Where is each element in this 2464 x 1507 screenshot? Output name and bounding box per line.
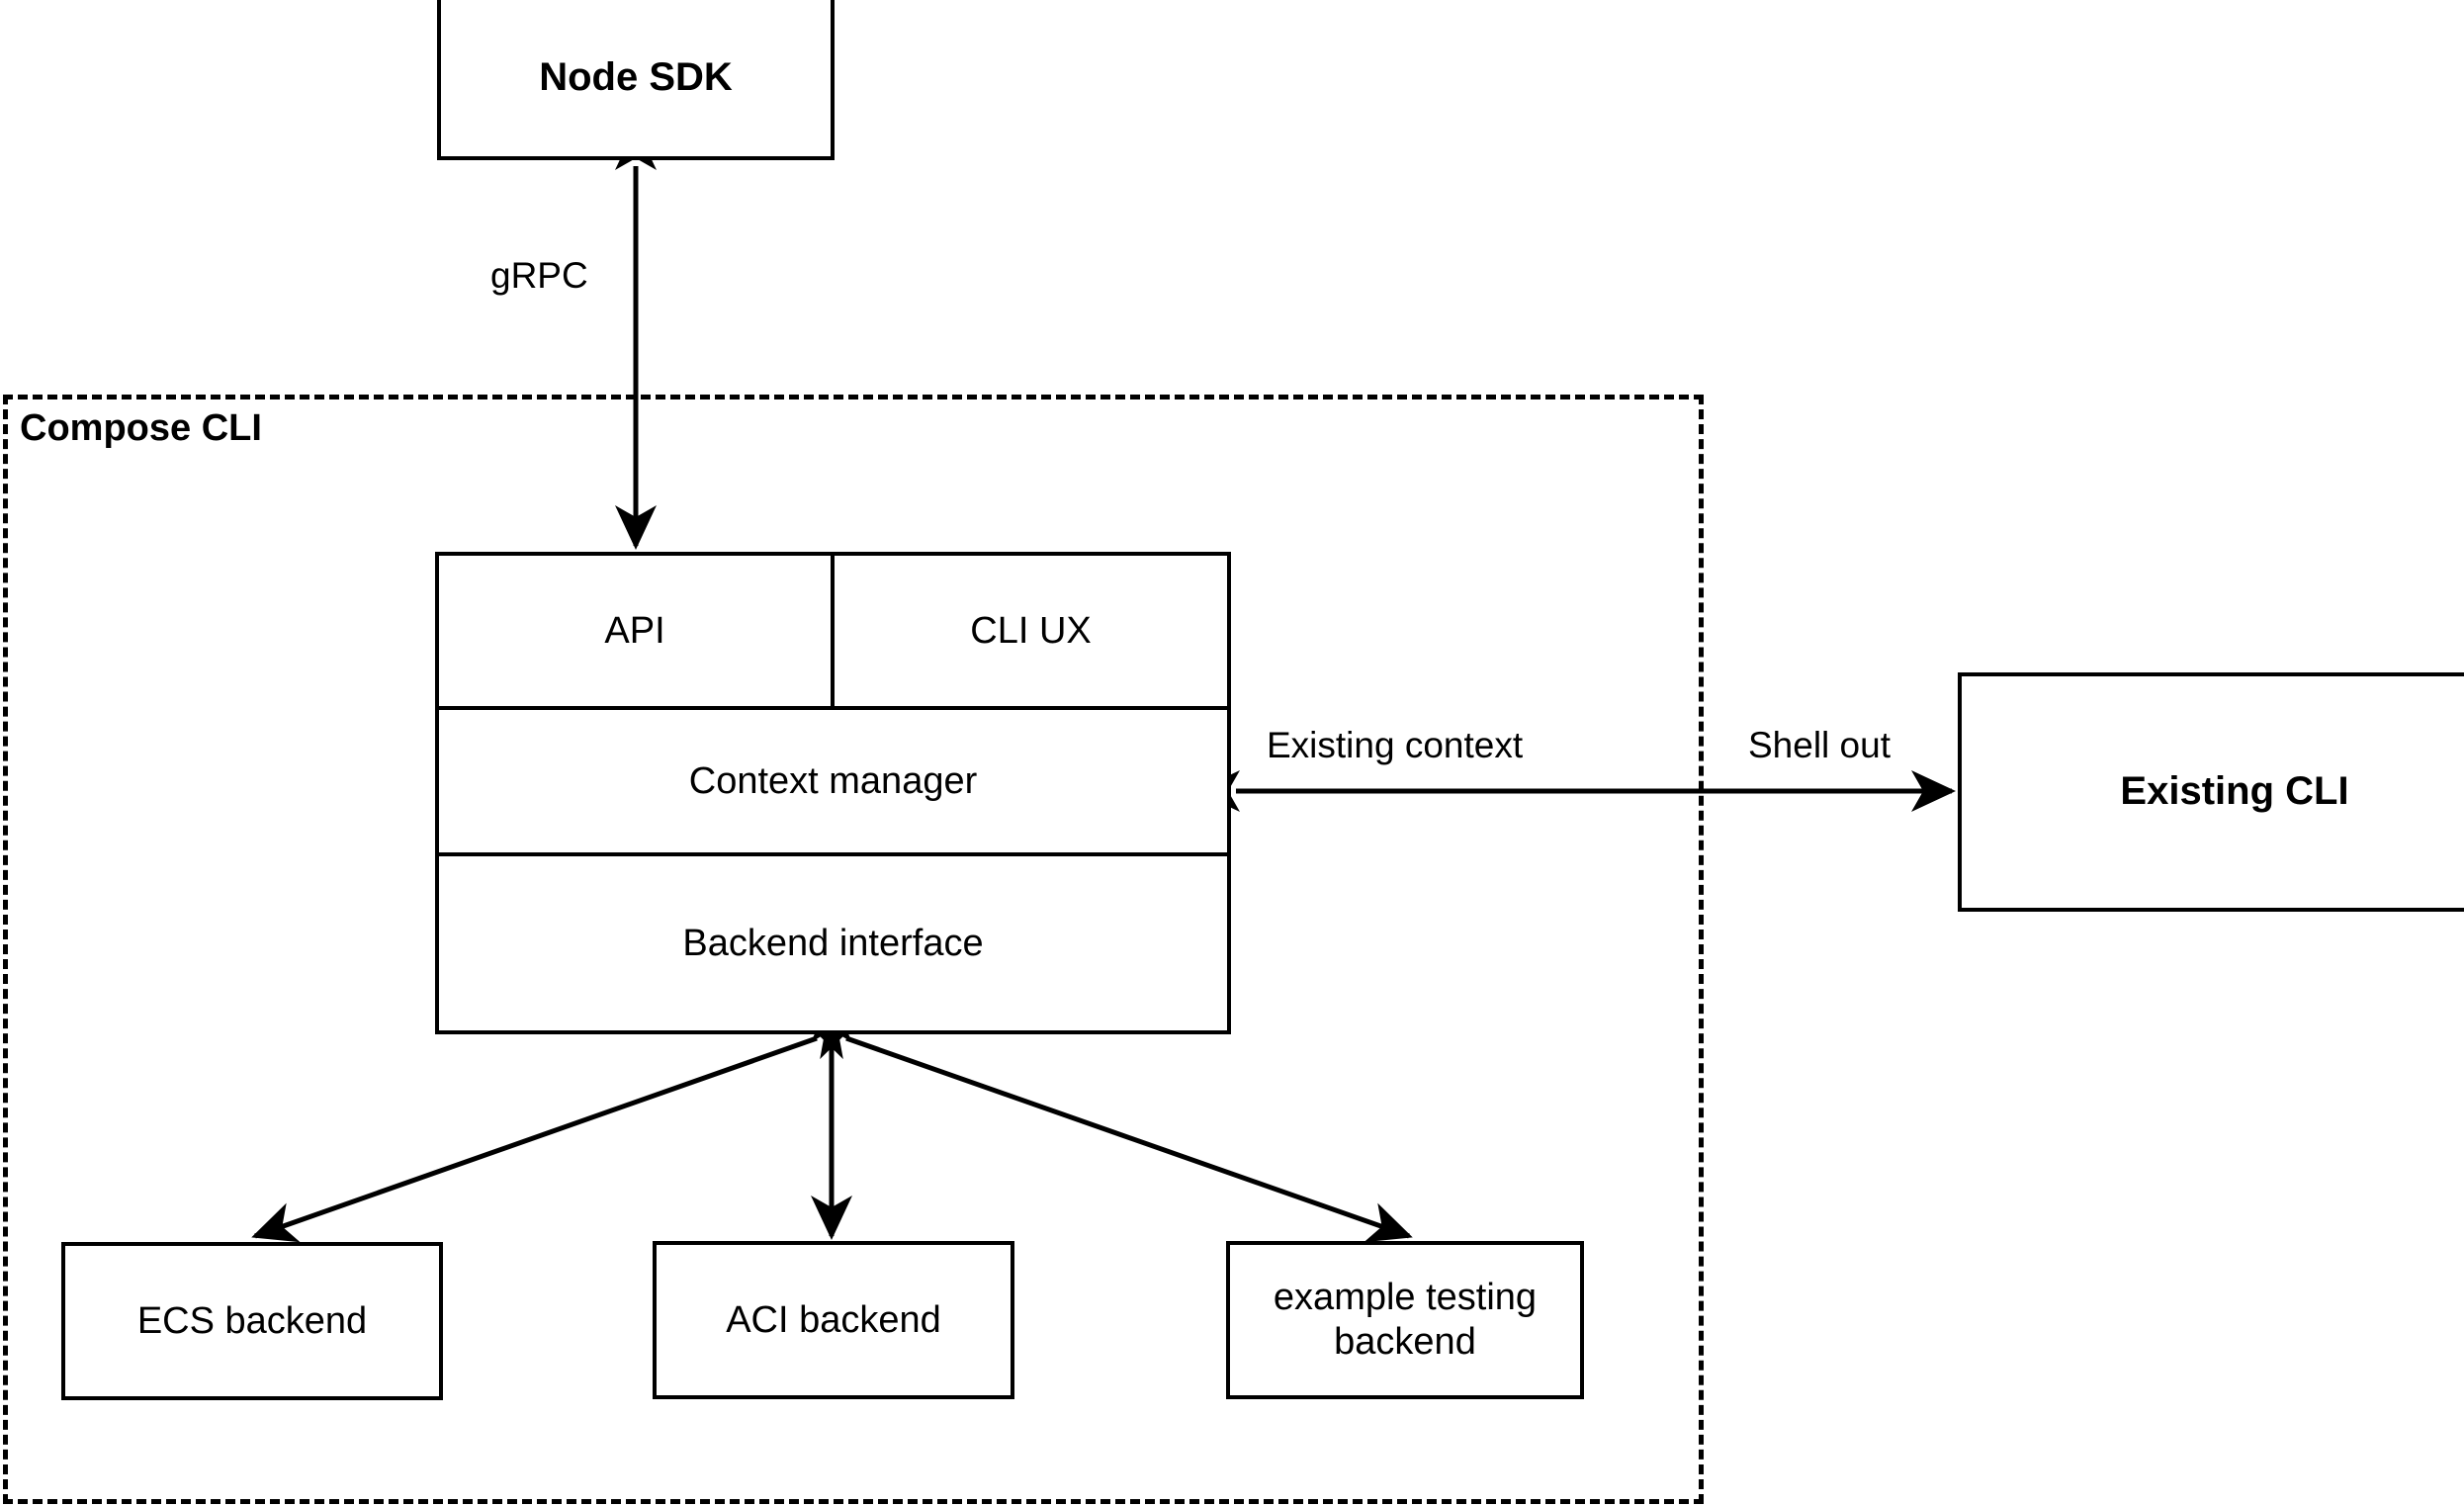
edge-label-shell-out: Shell out [1748,725,1891,765]
stack-cell-api[interactable]: API [439,556,835,706]
example-testing-backend-label-line1: example testing [1273,1277,1538,1319]
node-sdk-label: Node SDK [539,55,733,100]
node-sdk-box[interactable]: Node SDK [437,0,835,160]
example-testing-backend-label-line2: backend [1334,1321,1476,1363]
existing-cli-box[interactable]: Existing CLI [1958,672,2464,912]
compose-cli-group-label: Compose CLI [20,407,262,449]
stack-row-context-manager[interactable]: Context manager [439,710,1227,856]
stack-row-api-cliux: API CLI UX [439,556,1227,710]
context-manager-label: Context manager [688,759,978,802]
aci-backend-label: ACI backend [726,1298,941,1341]
compose-cli-stack: API CLI UX Context manager Backend inter… [435,552,1231,1034]
ecs-backend-box[interactable]: ECS backend [61,1242,443,1400]
ecs-backend-label: ECS backend [136,1299,368,1342]
stack-cell-cli-ux[interactable]: CLI UX [835,556,1227,706]
existing-cli-label: Existing CLI [2120,769,2349,814]
backend-interface-label: Backend interface [682,922,984,964]
edge-label-existing-context: Existing context [1267,725,1524,765]
api-label: API [604,609,665,652]
compose-cli-boundary [3,395,1704,1504]
edge-label-grpc: gRPC [490,255,588,296]
aci-backend-box[interactable]: ACI backend [653,1241,1014,1399]
stack-row-backend-interface[interactable]: Backend interface [439,856,1227,1030]
cli-ux-label: CLI UX [970,609,1092,652]
